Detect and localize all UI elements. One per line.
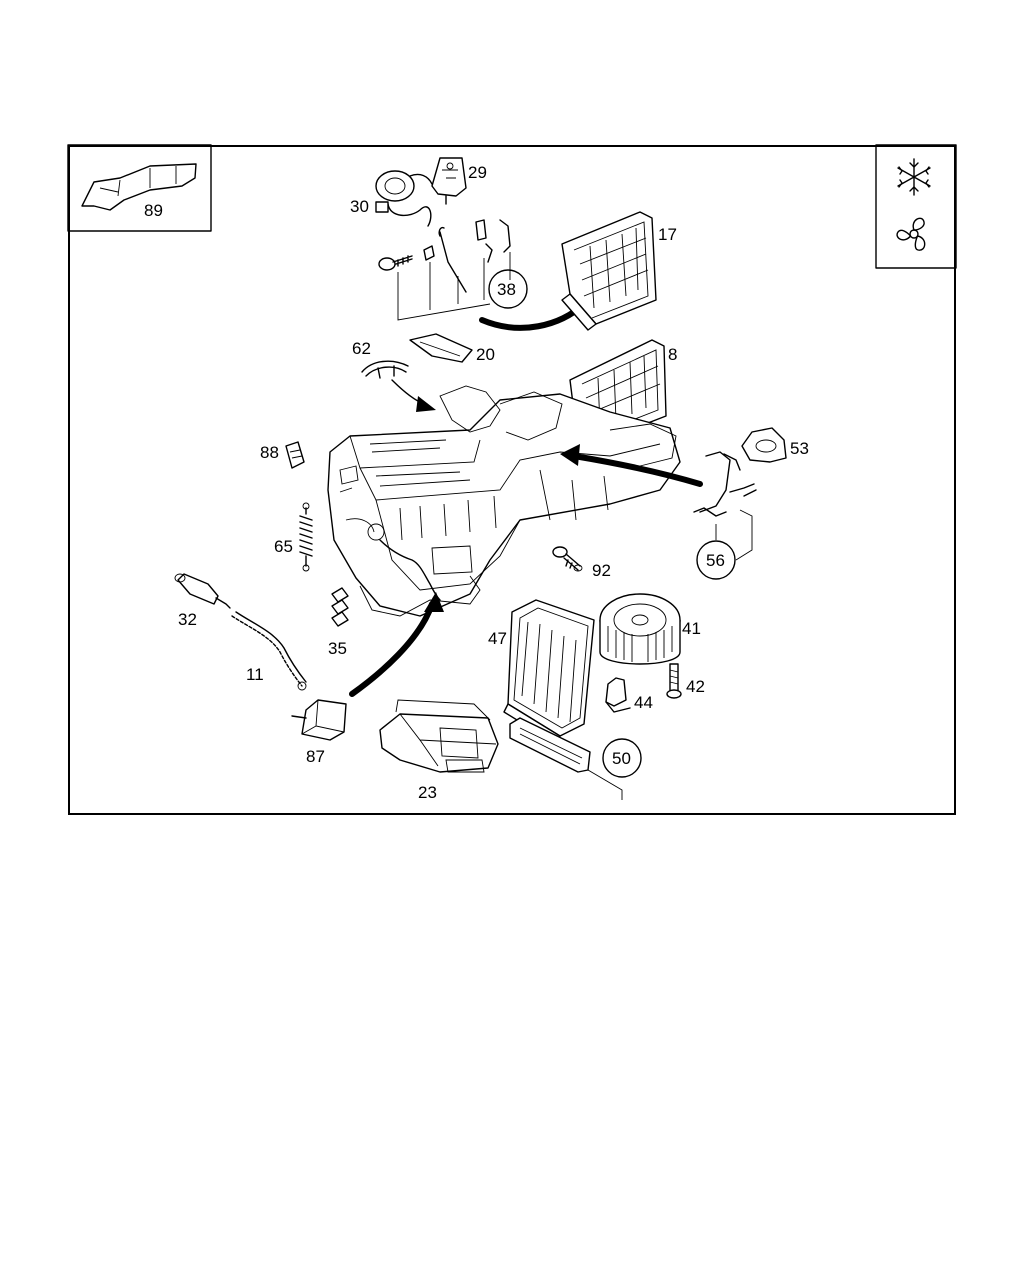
label-50: 50 bbox=[612, 749, 631, 768]
part-32-sensor[interactable] bbox=[174, 573, 231, 609]
label-87: 87 bbox=[306, 747, 325, 766]
label-47: 47 bbox=[488, 629, 507, 648]
label-38: 38 bbox=[497, 280, 516, 299]
label-32: 32 bbox=[178, 610, 197, 629]
part-41-blower[interactable] bbox=[599, 593, 681, 665]
part-38-hardware-set[interactable] bbox=[378, 219, 511, 321]
label-20: 20 bbox=[476, 345, 495, 364]
part-20-cover-plate[interactable] bbox=[409, 333, 473, 363]
inset-box-89: 89 bbox=[67, 144, 212, 232]
callout-56: 56 bbox=[696, 540, 736, 580]
label-53: 53 bbox=[790, 439, 809, 458]
part-23-tray[interactable] bbox=[379, 699, 499, 773]
part-89-bracket[interactable] bbox=[81, 163, 197, 211]
label-30: 30 bbox=[350, 197, 369, 216]
label-11: 11 bbox=[246, 665, 264, 684]
part-30-servo-motor[interactable] bbox=[375, 170, 433, 227]
label-17: 17 bbox=[658, 225, 677, 244]
part-17-flap-housing[interactable] bbox=[561, 211, 657, 331]
label-23: 23 bbox=[418, 783, 437, 802]
part-50-filter-element[interactable] bbox=[509, 717, 623, 800]
inset-box-icons bbox=[875, 144, 957, 269]
label-29: 29 bbox=[468, 163, 487, 182]
label-44: 44 bbox=[634, 693, 653, 712]
main-hvac-housing[interactable] bbox=[327, 385, 681, 617]
label-35: 35 bbox=[328, 639, 347, 658]
part-62-clip[interactable] bbox=[361, 360, 409, 379]
part-53-cover[interactable] bbox=[741, 427, 787, 463]
part-44-resistor[interactable] bbox=[605, 677, 631, 713]
label-42: 42 bbox=[686, 677, 705, 696]
label-56: 56 bbox=[706, 551, 725, 570]
snowflake-icon bbox=[897, 158, 931, 196]
part-88-clip[interactable] bbox=[285, 441, 305, 469]
part-92-screw[interactable] bbox=[552, 546, 583, 572]
part-65-spring[interactable] bbox=[299, 502, 313, 572]
part-56-lever-set[interactable] bbox=[693, 451, 757, 561]
label-8: 8 bbox=[668, 345, 677, 364]
callout-50: 50 bbox=[602, 738, 642, 778]
diagram-frame bbox=[68, 145, 956, 815]
fan-icon bbox=[896, 217, 926, 251]
part-87-module[interactable] bbox=[291, 699, 347, 741]
part-29-actuator[interactable] bbox=[431, 157, 467, 205]
label-88: 88 bbox=[260, 443, 279, 462]
part-35-clips[interactable] bbox=[331, 587, 349, 627]
label-62: 62 bbox=[352, 339, 371, 358]
part-11-hose[interactable] bbox=[231, 611, 307, 691]
part-42-bolt[interactable] bbox=[666, 663, 682, 699]
label-65: 65 bbox=[274, 537, 293, 556]
label-89: 89 bbox=[144, 201, 163, 220]
label-41: 41 bbox=[682, 619, 701, 638]
label-92: 92 bbox=[592, 561, 611, 580]
callout-38: 38 bbox=[488, 269, 528, 309]
